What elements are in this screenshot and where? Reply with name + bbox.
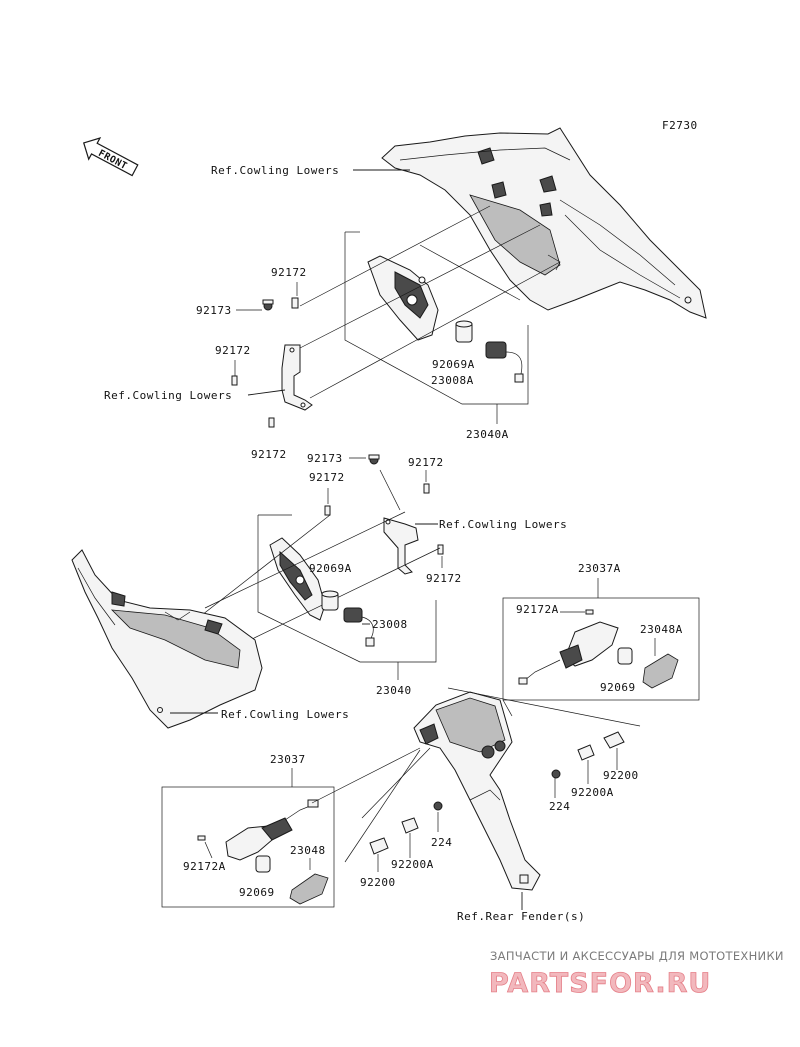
figure-code: F2730 — [662, 119, 698, 132]
label-ref-rear-fender: Ref.Rear Fender(s) — [457, 910, 585, 923]
label-92172-f: 92172 — [426, 572, 462, 585]
socket-23008 — [343, 607, 375, 647]
bulb-92069-right — [617, 647, 633, 665]
label-ref-cowling-lowers-left: Ref.Cowling Lowers — [104, 389, 232, 402]
bulb-92069-left — [255, 855, 271, 873]
group-box-23037 — [161, 786, 335, 908]
label-92200-right: 92200 — [603, 769, 639, 782]
label-23037: 23037 — [270, 753, 306, 766]
stay-bracket-lower — [383, 517, 419, 575]
label-92173-b: 92173 — [307, 452, 343, 465]
lens-23048A — [642, 653, 679, 689]
rear-fender-bracket — [413, 691, 541, 891]
label-92173-a: 92173 — [196, 304, 232, 317]
turn-signal-23037A — [518, 621, 619, 685]
label-23037A: 23037A — [578, 562, 621, 575]
label-92200A-right: 92200A — [571, 786, 614, 799]
label-23048A: 23048A — [640, 623, 683, 636]
upper-cowling-lower-right — [381, 127, 707, 319]
clip-nut-icon — [368, 454, 380, 465]
label-92172-a: 92172 — [271, 266, 307, 279]
label-92069A-mid: 92069A — [309, 562, 352, 575]
label-92172-b: 92172 — [251, 448, 287, 461]
grommet-92200-left — [369, 837, 389, 855]
bulb-92069A-lower — [321, 590, 339, 611]
label-92172-d: 92172 — [408, 456, 444, 469]
turn-signal-23037 — [225, 799, 319, 861]
stay-bracket-upper — [281, 344, 313, 411]
assembly-bracket-23040A — [344, 232, 529, 405]
label-92200A-left: 92200A — [391, 858, 434, 871]
label-23008: 23008 — [372, 618, 408, 631]
label-23008A: 23008A — [431, 374, 474, 387]
grommet-92200-right — [603, 731, 625, 749]
bulb-92069A-upper — [455, 320, 473, 343]
label-92069-right: 92069 — [600, 681, 636, 694]
label-ref-cowling-lowers-top: Ref.Cowling Lowers — [211, 164, 339, 177]
lower-signal-housing — [269, 537, 326, 621]
label-92172-e: 92172 — [309, 471, 345, 484]
clip-92200A-right — [577, 744, 595, 761]
label-ref-cowling-lowers-bottom: Ref.Cowling Lowers — [221, 708, 349, 721]
label-92172A-right: 92172A — [516, 603, 559, 616]
front-arrow-icon: FRONT — [82, 137, 139, 177]
label-92200-left: 92200 — [360, 876, 396, 889]
nut-224-right — [551, 769, 561, 779]
label-23040: 23040 — [376, 684, 412, 697]
label-92172-c: 92172 — [215, 344, 251, 357]
lens-23048 — [289, 873, 329, 905]
assembly-bracket-23040 — [257, 515, 437, 663]
bolt-icon — [262, 297, 299, 311]
watermark-logo: PARTSFOR.RU — [489, 968, 711, 999]
clip-92200A-left — [401, 817, 419, 834]
label-92172A-left: 92172A — [183, 860, 226, 873]
group-box-23037A — [502, 597, 700, 701]
label-23048: 23048 — [290, 844, 326, 857]
socket-23008A — [485, 341, 524, 383]
lower-cowling-left — [71, 549, 263, 729]
label-92069-left: 92069 — [239, 886, 275, 899]
watermark-tagline: ЗАПЧАСТИ И АКСЕССУАРЫ ДЛЯ МОТОТЕХНИКИ — [490, 949, 784, 963]
nut-224-left — [433, 801, 443, 811]
label-224-right: 224 — [549, 800, 570, 813]
label-92069A-top: 92069A — [432, 358, 475, 371]
label-ref-cowling-lowers-mid: Ref.Cowling Lowers — [439, 518, 567, 531]
upper-signal-housing — [367, 255, 439, 341]
label-23040A: 23040A — [466, 428, 509, 441]
label-224-left: 224 — [431, 836, 452, 849]
